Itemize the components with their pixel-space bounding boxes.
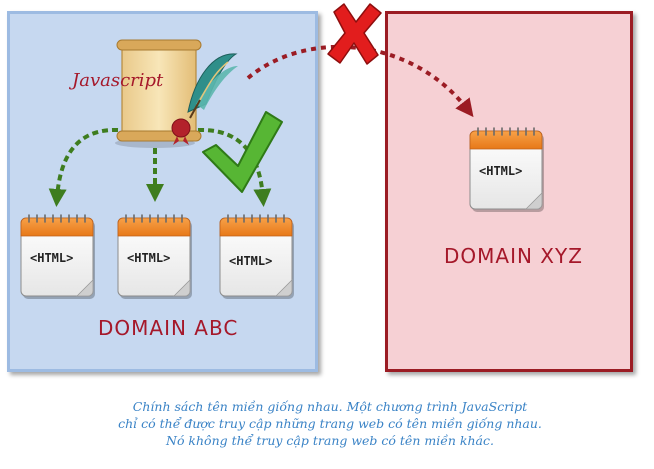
- html-page-label: <HTML>: [479, 164, 523, 178]
- allowed-arrow-1: [48, 127, 119, 207]
- domain-xyz-label: DOMAIN XYZ: [444, 244, 583, 268]
- caption-line-3: Nó không thể truy cập trang web có tên m…: [166, 433, 494, 448]
- html-page-label: <HTML>: [30, 251, 74, 265]
- html-page-label: <HTML>: [229, 254, 273, 268]
- script-label: Javascript: [72, 70, 164, 91]
- html-page-label: <HTML>: [127, 251, 171, 265]
- checkmark-icon: [202, 111, 283, 193]
- cross-icon: [327, 3, 382, 65]
- scroll-quill-icon: [115, 39, 238, 148]
- blocked-arrow: [246, 44, 474, 118]
- caption-line-1: Chính sách tên miền giống nhau. Một chươ…: [132, 399, 528, 414]
- caption-line-2: chỉ có thể được truy cập những trang web…: [118, 416, 542, 431]
- allowed-arrows: [48, 127, 272, 207]
- caption: Chính sách tên miền giống nhau. Một chươ…: [60, 398, 600, 449]
- domain-abc-label: DOMAIN ABC: [98, 316, 239, 340]
- allowed-arrow-3: [197, 127, 272, 207]
